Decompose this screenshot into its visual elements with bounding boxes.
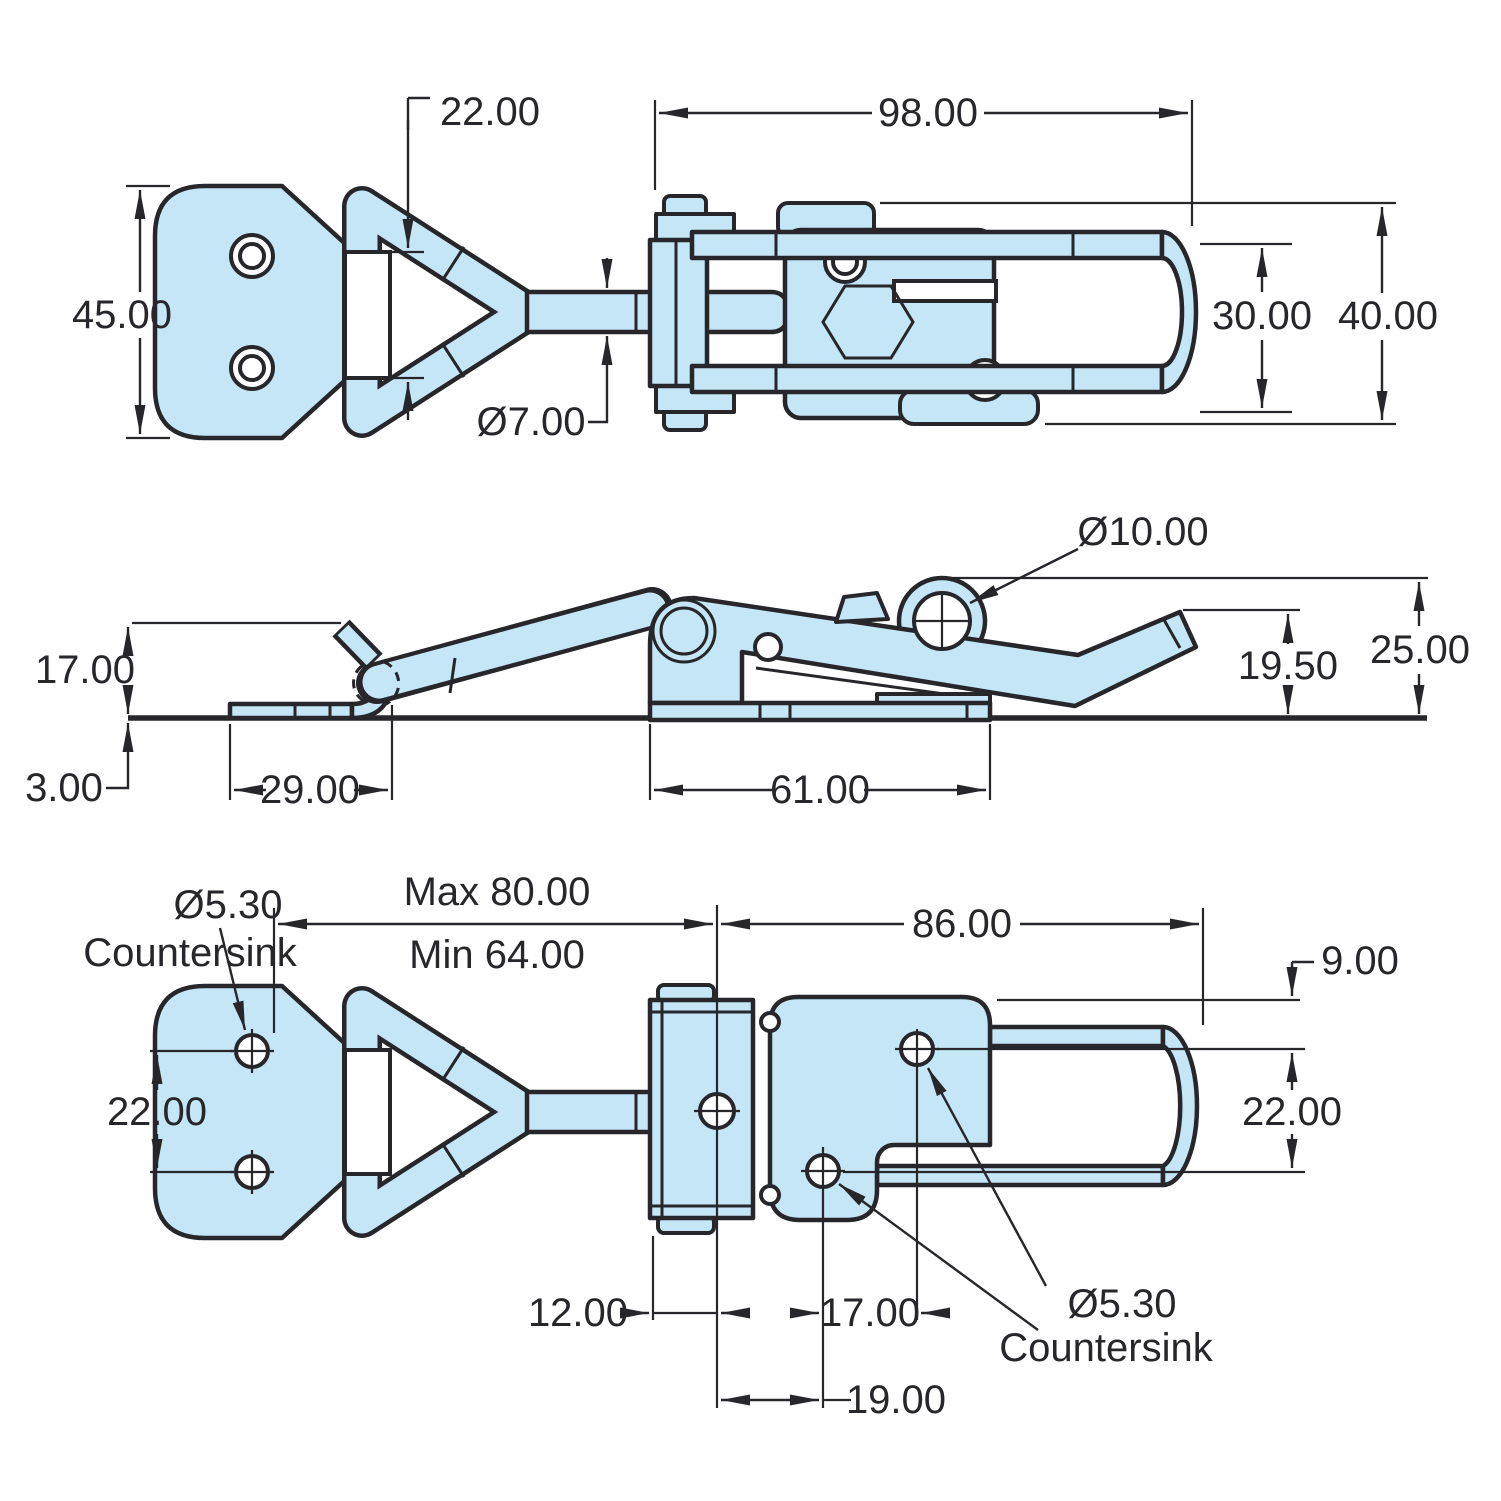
- spring-tab: [834, 591, 890, 624]
- bottom-view-dimensions: Max 80.00 Min 64.00 86.00 9.00 22.00 22.…: [83, 870, 1399, 1422]
- dim-left-hole-spacing: 22.00: [107, 1090, 207, 1134]
- side-view: 17.00 3.00 29.00 61.00 Ø10.00 19.50 25: [25, 510, 1470, 812]
- dim-plate-height: 45.00: [72, 293, 172, 337]
- label-right-hole-note: Countersink: [999, 1326, 1213, 1370]
- dim-lever-height: 19.50: [1238, 644, 1338, 688]
- dim-frame-inner: 30.00: [1212, 294, 1312, 338]
- dim-hole-pitch: 19.00: [846, 1378, 946, 1422]
- dim-eye-diameter: Ø10.00: [1077, 510, 1208, 554]
- adjuster-nut: [821, 284, 915, 360]
- dim-hook-length: 29.00: [260, 768, 360, 812]
- dim-base-length: 61.00: [770, 768, 870, 812]
- dim-rod-diameter: Ø7.00: [477, 400, 586, 444]
- lever-hole: [753, 632, 783, 662]
- latch-frame-bottom: [874, 1024, 1200, 1188]
- latch-side: [647, 575, 1199, 723]
- label-left-hole-dia: Ø5.30: [174, 883, 283, 927]
- dim-hole-offset: 17.00: [820, 1291, 920, 1335]
- dim-pivot-offset: 12.00: [528, 1291, 628, 1335]
- keeper-plate: [152, 183, 355, 441]
- latch-frame: [689, 229, 1199, 395]
- label-left-hole-note: Countersink: [83, 931, 297, 975]
- keeper-slot: [343, 250, 392, 380]
- side-view-dimensions: 17.00 3.00 29.00 61.00 Ø10.00 19.50 25: [25, 510, 1470, 812]
- dim-max: Max 80.00: [404, 870, 591, 914]
- keeper-hook-side: [227, 587, 673, 721]
- dim-body-length-bottom: 86.00: [912, 902, 1012, 946]
- pivot-block: [647, 194, 736, 432]
- dim-body-length: 98.00: [878, 91, 978, 135]
- dim-edge-offset: 9.00: [1321, 939, 1399, 983]
- keeper-plate-bottom: [152, 983, 355, 1241]
- dim-min: Min 64.00: [409, 933, 585, 977]
- dim-slot-width: 22.00: [440, 90, 540, 134]
- bottom-view: Max 80.00 Min 64.00 86.00 9.00 22.00 22.…: [83, 870, 1399, 1422]
- label-right-hole-dia: Ø5.30: [1068, 1282, 1177, 1326]
- dim-hook-height: 17.00: [35, 648, 135, 692]
- dim-overall-height: 25.00: [1370, 628, 1470, 672]
- top-view: 22.00 98.00 45.00 30.00 40.00: [72, 90, 1438, 444]
- dim-plate-thickness: 3.00: [25, 766, 103, 810]
- dim-frame-outer: 40.00: [1338, 294, 1438, 338]
- keeper-slot-bottom: [343, 1048, 392, 1176]
- dim-right-hole-spacing: 22.00: [1242, 1090, 1342, 1134]
- base-plate: [647, 700, 993, 723]
- top-view-dimensions: 22.00 98.00 45.00 30.00 40.00: [72, 90, 1438, 444]
